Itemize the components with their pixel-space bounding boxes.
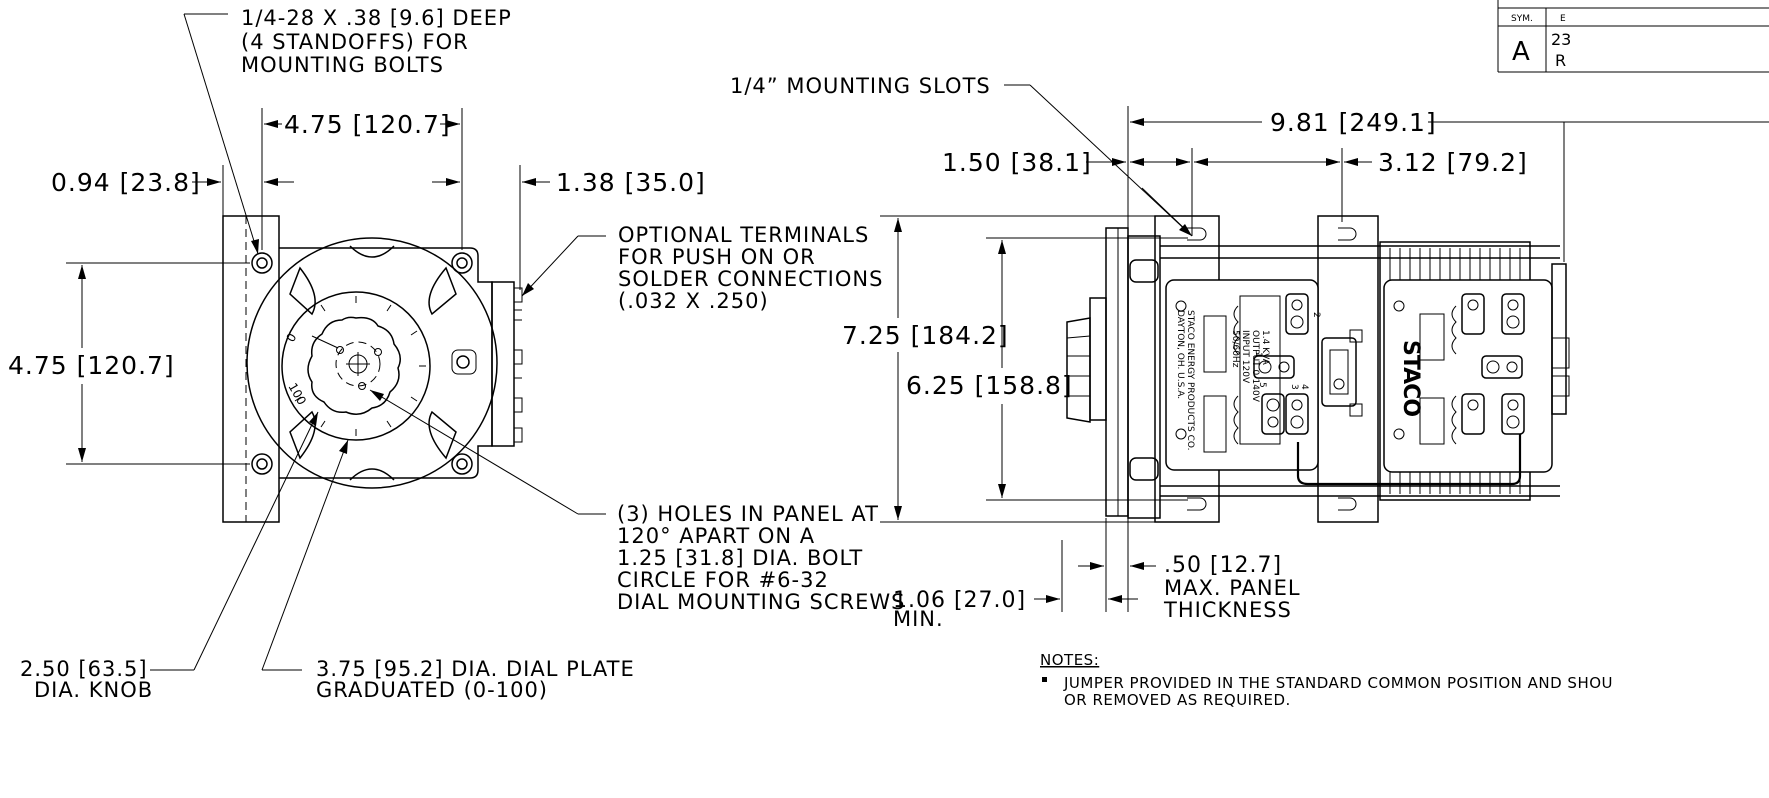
callout-terminals-3: SOLDER CONNECTIONS	[618, 267, 883, 291]
callout-min-1: 1.06 [27.0]	[893, 588, 1026, 613]
terminal-label-4: 4	[1299, 384, 1309, 390]
revision-block: SYM. E A 23 R	[1497, 0, 1769, 73]
callout-plate-2: GRADUATED (0-100)	[316, 678, 548, 702]
callout-holes-5: DIAL MOUNTING SCREWS	[617, 590, 905, 614]
callout-standoffs-2: (4 STANDOFFS) FOR	[241, 30, 469, 54]
callout-panel-1: .50 [12.7]	[1164, 553, 1282, 578]
panel	[1105, 227, 1129, 517]
callout-panel-3: THICKNESS	[1163, 598, 1292, 622]
callout-knob-1: 2.50 [63.5]	[20, 657, 148, 681]
front-view-callouts: 1/4-28 X .38 [9.6] DEEP (4 STANDOFFS) FO…	[20, 6, 905, 702]
callout-holes-3: 1.25 [31.8] DIA. BOLT	[617, 546, 863, 570]
dial-label-hundred: 100	[285, 381, 309, 408]
jumper-wire	[1296, 434, 1522, 486]
callout-standoffs-3: MOUNTING BOLTS	[241, 53, 444, 77]
dim-standoff-offset: 0.94 [23.8]	[51, 168, 201, 197]
callout-knob-2: DIA. KNOB	[34, 678, 153, 702]
nameplate-line-1: STACO ENERGY PRODUCTS CO.	[1185, 310, 1195, 450]
callout-plate-1: 3.75 [95.2] DIA. DIAL PLATE	[316, 657, 635, 681]
callout-holes-2: 120° APART ON A	[617, 524, 815, 548]
knob	[307, 316, 401, 415]
note-line-2: OR REMOVED AS REQUIRED.	[1064, 691, 1291, 709]
callout-panel-2: MAX. PANEL	[1164, 576, 1301, 600]
standoff-bottom-right	[451, 453, 473, 475]
nameplate-line-6: 1.4 KVA	[1260, 330, 1270, 366]
callout-holes-1: (3) HOLES IN PANEL AT	[617, 502, 879, 526]
callout-terminals-4: (.032 X .250)	[618, 289, 769, 313]
notes-block: NOTES: JUMPER PROVIDED IN THE STANDARD C…	[1040, 651, 1613, 709]
front-view-dimensions: 4.75 [120.7] 0.94 [23.8] 1.38 [35.0] 4.7…	[8, 108, 706, 465]
callout-standoffs-1: 1/4-28 X .38 [9.6] DEEP	[241, 6, 512, 30]
standoff-top-right	[451, 252, 473, 274]
side-view: STACO ENERGY PRODUCTS CO. DAYTON, OH. U.…	[1066, 215, 1570, 523]
housing-circle	[246, 237, 498, 489]
rev-sym-header: SYM.	[1511, 14, 1533, 24]
terminal-label-1: 1	[1253, 352, 1263, 358]
rev-row-text-1: 23	[1551, 30, 1571, 49]
side-knob	[1066, 317, 1091, 423]
callout-holes-4: CIRCLE FOR #6-32	[617, 568, 829, 592]
terminal-label-5: 5	[1257, 382, 1267, 388]
rev-col2-header: E	[1560, 14, 1566, 24]
terminal-label-3: 3	[1289, 384, 1299, 390]
brand-logo: STACO	[1398, 340, 1423, 416]
front-view: 0 100	[222, 215, 523, 523]
terminal-label-2: 2	[1311, 312, 1321, 318]
side-view-dimensions: 9.81 [249.1] 1.50 [38.1] 3.12 [79.2] 7.2…	[730, 74, 1769, 631]
standoff-top-left	[251, 252, 273, 274]
callout-terminals-1: OPTIONAL TERMINALS	[618, 223, 869, 247]
dim-terminal-depth: 1.38 [35.0]	[556, 168, 706, 197]
dial-graduations	[294, 296, 426, 436]
notes-heading: NOTES:	[1040, 651, 1099, 669]
dim-slot-height: 6.25 [158.8]	[906, 371, 1073, 400]
nameplate-line-4: INPUT 120V	[1240, 330, 1250, 384]
dim-overall-length: 9.81 [249.1]	[1270, 108, 1437, 137]
dim-overall-height: 7.25 [184.2]	[842, 321, 1009, 350]
callout-slots: 1/4” MOUNTING SLOTS	[730, 74, 991, 98]
note-bullet	[1042, 677, 1047, 682]
note-line-1: JUMPER PROVIDED IN THE STANDARD COMMON P…	[1063, 674, 1613, 692]
dim-bolt-spacing-h: 4.75 [120.7]	[284, 110, 451, 139]
dim-slot-offset: 1.50 [38.1]	[942, 148, 1092, 177]
nameplate-line-5: OUTPUT 0-140V	[1250, 330, 1260, 403]
standoff-bottom-left	[251, 453, 273, 475]
rev-row-text-2: R	[1555, 51, 1566, 70]
dim-bolt-spacing-v: 4.75 [120.7]	[8, 351, 175, 380]
dim-slot-spacing: 3.12 [79.2]	[1378, 148, 1528, 177]
rev-sym-value: A	[1512, 37, 1530, 67]
callout-min-2: MIN.	[893, 607, 944, 631]
bracket-plate	[222, 215, 280, 523]
callout-terminals-2: FOR PUSH ON OR	[618, 245, 816, 269]
nameplate-line-2: DAYTON, OH. U.S.A.	[1175, 310, 1185, 399]
dial-plate	[281, 291, 431, 441]
